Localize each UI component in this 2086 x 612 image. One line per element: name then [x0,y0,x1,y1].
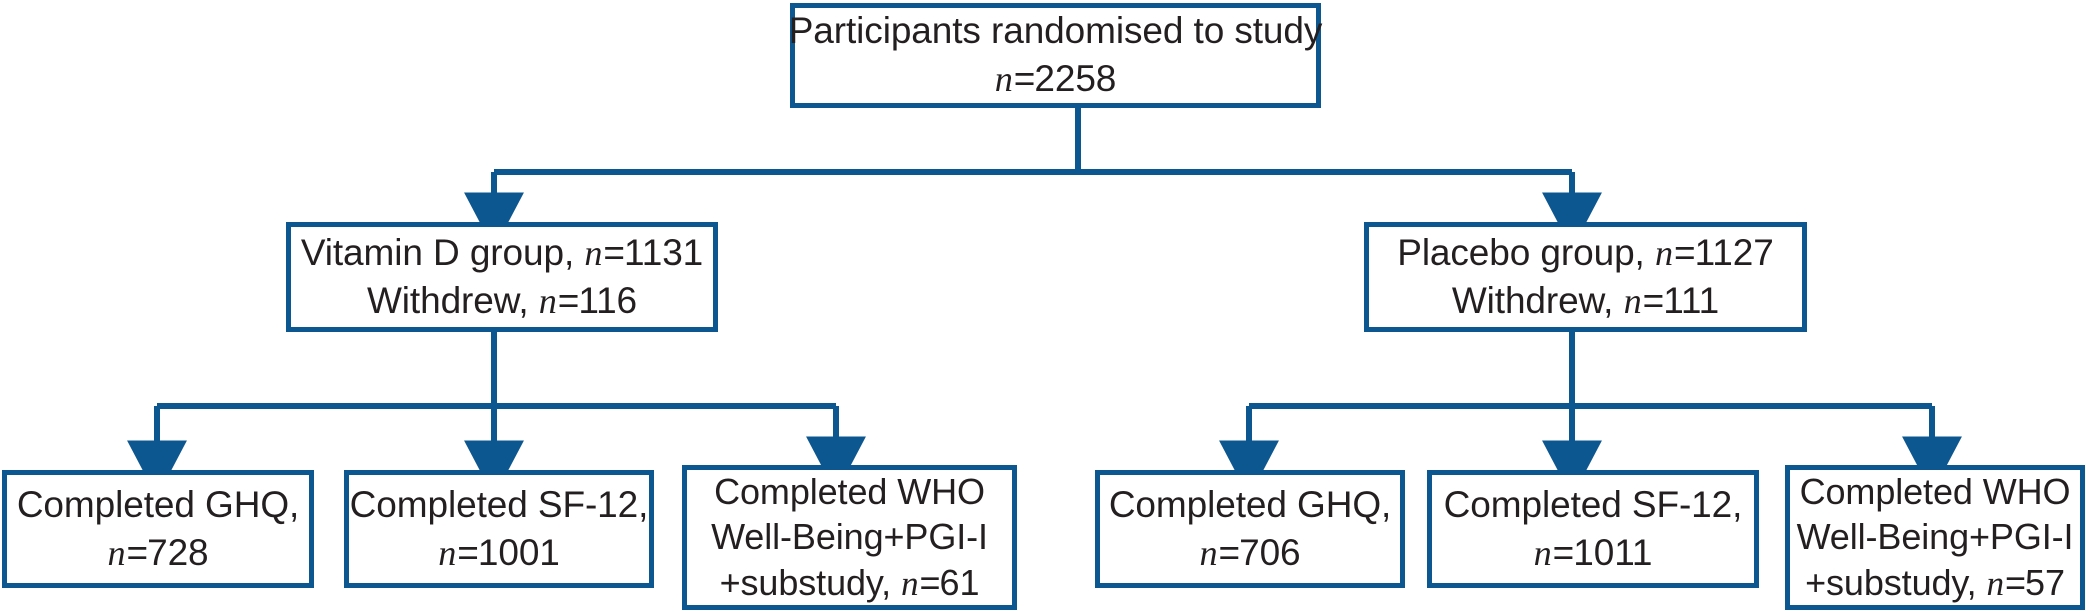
node-placebo-line1: Placebo group, n=1127 [1397,229,1774,277]
equals-sign: = [126,531,148,573]
n-symbol: n [538,281,557,321]
n-value: 1011 [1573,531,1653,573]
outcome-label-line2: Well-Being+PGI-I [711,516,988,558]
vitd-withdrew-label: Withdrew, [366,280,529,321]
outcome-label-line3: +substudy, [1805,561,1977,603]
node-placebo-completed-sf12[interactable]: Completed SF-12, n=1011 [1427,470,1759,588]
outcome-label-line1: Completed WHO [1799,470,2071,512]
equals-sign: = [1673,231,1696,273]
outcome-count: n=1001 [438,529,560,577]
outcome-label-line1: Completed WHO [714,470,985,512]
outcome-label: Completed GHQ, [16,483,300,525]
outcome-label-line2: Well-Being+PGI-I [1796,516,2074,558]
n-symbol: n [900,563,919,603]
outcome-count: +substudy, n=57 [1805,560,2065,606]
equals-sign: = [1552,531,1575,573]
placebo-label: Placebo group, [1397,231,1645,273]
node-vitd-completed-sf12[interactable]: Completed SF-12, n=1001 [344,470,654,588]
node-vitd-line2: Withdrew, n=116 [367,277,637,325]
outcome-label: Completed GHQ, [1108,483,1392,525]
outcome-label: Completed SF-12, [349,483,649,525]
node-placebo-completed-who[interactable]: Completed WHO Well-Being+PGI-I +substudy… [1785,465,2085,610]
node-root-line1: Participants randomised to study [788,10,1323,52]
n-symbol: n [107,532,126,573]
outcome-count: n=706 [1199,529,1300,577]
n-value: 1127 [1694,231,1774,273]
n-value: 61 [939,561,980,603]
node-vitamin-d-group[interactable]: Vitamin D group, n=1131 Withdrew, n=116 [286,222,718,332]
n-symbol: n [1986,563,2005,603]
outcome-count: n=728 [107,529,208,577]
n-symbol: n [584,232,603,273]
equals-sign: = [603,231,625,273]
node-placebo-group[interactable]: Placebo group, n=1127 Withdrew, n=111 [1364,222,1807,332]
n-value: 706 [1239,531,1301,573]
n-symbol: n [1533,532,1552,573]
equals-sign: = [2005,561,2026,603]
node-placebo-completed-ghq[interactable]: Completed GHQ, n=706 [1095,470,1405,588]
n-value: 728 [147,531,209,573]
n-value: 2258 [1034,58,1117,100]
n-value: 116 [578,280,638,321]
n-symbol: n [1199,532,1218,573]
n-value: 111 [1663,280,1720,321]
n-value: 57 [2025,561,2065,603]
outcome-label: Completed SF-12, [1443,483,1743,525]
node-root-line2: n=2258 [995,55,1117,103]
n-value: 1131 [623,231,704,273]
placebo-withdrew-label: Withdrew, [1451,280,1614,321]
equals-sign: = [557,280,580,321]
equals-sign: = [457,531,479,573]
n-symbol: n [994,59,1013,100]
n-value: 1001 [477,531,560,573]
node-placebo-line2: Withdrew, n=111 [1452,277,1719,325]
n-symbol: n [1623,281,1642,321]
outcome-count: +substudy, n=61 [720,560,980,606]
node-vitd-completed-who[interactable]: Completed WHO Well-Being+PGI-I +substudy… [682,465,1017,610]
outcome-count: n=1011 [1534,529,1653,577]
node-vitd-completed-ghq[interactable]: Completed GHQ, n=728 [2,470,314,588]
n-symbol: n [1654,232,1673,273]
equals-sign: = [1013,58,1036,100]
vitd-label: Vitamin D group, [300,231,575,273]
n-symbol: n [438,532,457,573]
node-participants-randomised[interactable]: Participants randomised to study n=2258 [788,3,1323,108]
equals-sign: = [1218,531,1240,573]
equals-sign: = [919,561,941,603]
outcome-label-line3: +substudy, [719,561,892,603]
node-vitd-line1: Vitamin D group, n=1131 [301,229,703,277]
equals-sign: = [1642,280,1665,321]
